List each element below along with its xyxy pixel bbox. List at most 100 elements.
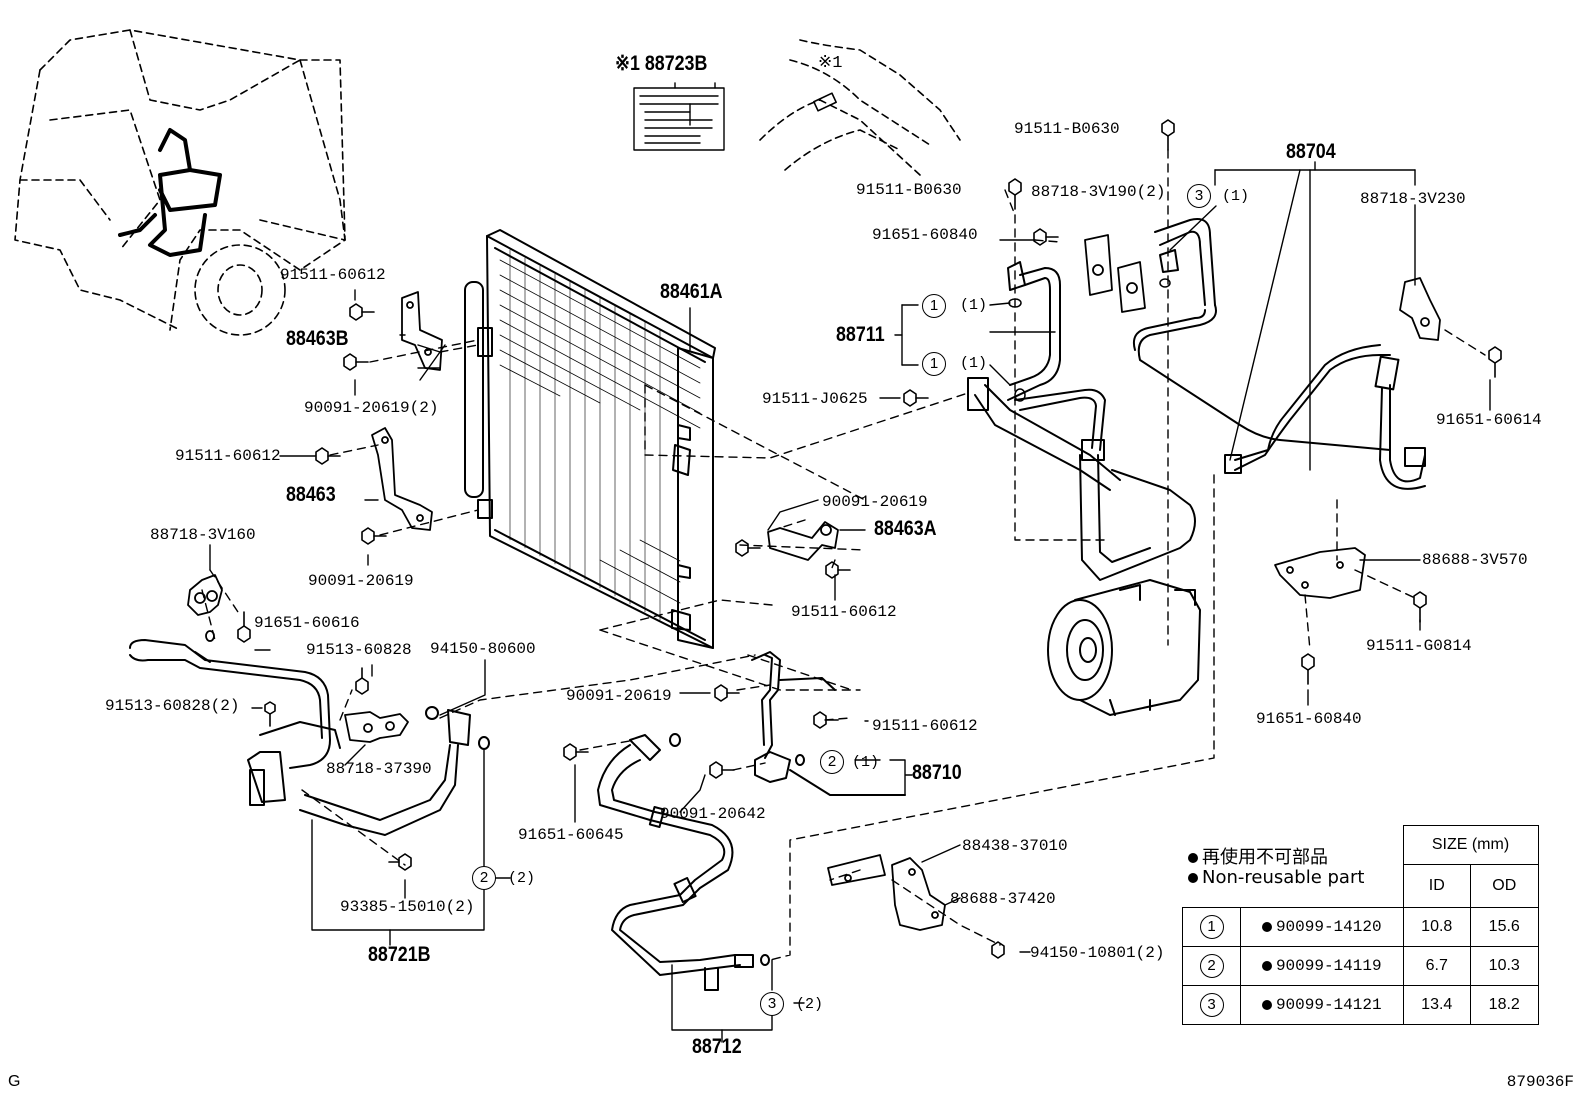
outer-diameter: 10.3	[1470, 946, 1539, 986]
oring-qty-3a: (1)	[1222, 188, 1250, 205]
label-88712[interactable]: 88712	[692, 1035, 742, 1058]
label-91651-60614[interactable]: 91651-60614	[1436, 411, 1542, 429]
label-91511-b0630-b[interactable]: 91511-B0630	[856, 181, 962, 199]
oring-ref-3b: 3	[760, 992, 784, 1016]
bullet-icon	[1261, 921, 1272, 932]
label-88718-37390[interactable]: 88718-37390	[326, 760, 432, 778]
id-header: ID	[1402, 864, 1471, 908]
label-91651-60645[interactable]: 91651-60645	[518, 826, 624, 844]
bullet-icon	[1261, 960, 1272, 971]
label-90091-20619-c[interactable]: 90091-20619	[566, 687, 672, 705]
bracket-88688-3v570	[1274, 547, 1366, 599]
hood-section	[759, 39, 961, 176]
label-93385-15010[interactable]: 93385-15010(2)	[340, 898, 475, 916]
inner-diameter: 13.4	[1402, 985, 1471, 1025]
legend-note-en: Non-reusable part	[1188, 867, 1364, 888]
clamp-88718-3v230	[1399, 277, 1441, 341]
bracket-88463b	[401, 291, 443, 371]
inner-diameter: 6.7	[1402, 946, 1471, 986]
ref-circle: 2	[1199, 954, 1224, 978]
label-88710[interactable]: 88710	[912, 761, 962, 784]
legend-note-jp-text: 再使用不可部品	[1202, 847, 1328, 868]
label-94150-10801[interactable]: 94150-10801(2)	[1030, 944, 1165, 962]
oring-size-table: SIZE (mm) ID OD 1 90099-14120 10.8 15.6 …	[1182, 825, 1539, 1025]
label-88463a[interactable]: 88463A	[874, 517, 937, 540]
label-88463b[interactable]: 88463B	[286, 327, 349, 350]
label-88688-3v570[interactable]: 88688-3V570	[1422, 551, 1528, 569]
label-91511-60612-d[interactable]: 91511-60612	[872, 717, 978, 735]
label-91511-j0625[interactable]: 91511-J0625	[762, 390, 868, 408]
label-88704[interactable]: 88704	[1286, 140, 1336, 163]
table-row[interactable]: 2 90099-14119 6.7 10.3	[1182, 946, 1539, 986]
oring-qty-1a: (1)	[960, 297, 988, 314]
oring-ref-1b: 1	[922, 352, 946, 376]
hose-88712	[597, 733, 770, 991]
compressor	[1047, 579, 1201, 716]
oring-ref-2b: 2	[472, 866, 496, 890]
bullet-icon	[1261, 999, 1272, 1010]
label-star1: ※1	[818, 54, 843, 73]
figure-code: 879036F	[1506, 1073, 1574, 1091]
label-90091-20619-a[interactable]: 90091-20619	[308, 572, 414, 590]
clamp-88718-3v160	[187, 574, 223, 642]
suction-hose-88704	[1132, 218, 1426, 490]
label-91513-60828[interactable]: 91513-60828	[306, 641, 412, 659]
outer-diameter: 15.6	[1470, 907, 1539, 947]
o-rings	[1008, 278, 1171, 402]
oring-ref-2a: 2	[820, 750, 844, 774]
label-91651-60840-a[interactable]: 91651-60840	[872, 226, 978, 244]
label-88711[interactable]: 88711	[836, 323, 885, 346]
bullet-icon	[1188, 853, 1198, 863]
label-90091-20619-b[interactable]: 90091-20619	[822, 493, 928, 511]
inner-diameter: 10.8	[1402, 907, 1471, 947]
label-88718-3v230[interactable]: 88718-3V230	[1360, 190, 1466, 208]
part-number: 90099-14121	[1275, 996, 1382, 1014]
label-91651-60840-b[interactable]: 91651-60840	[1256, 710, 1362, 728]
solid-leaders	[209, 82, 1491, 1043]
bracket-88688-37420	[891, 857, 946, 931]
label-88721b[interactable]: 88721B	[368, 943, 431, 966]
label-91651-60616[interactable]: 91651-60616	[254, 614, 360, 632]
ref-circle: 1	[1199, 915, 1224, 939]
label-94150-80600[interactable]: 94150-80600	[430, 640, 536, 658]
ref-circle: 3	[1199, 993, 1224, 1017]
hose-88721b	[129, 639, 490, 836]
label-91513-60828-2[interactable]: 91513-60828(2)	[105, 697, 240, 715]
label-91511-60612-a[interactable]: 91511-60612	[280, 266, 386, 284]
table-row[interactable]: 1 90099-14120 10.8 15.6	[1182, 907, 1539, 947]
discharge-hose-88711	[967, 261, 1196, 581]
oring-qty-2a: (1)	[852, 754, 880, 771]
bolts	[237, 119, 1502, 959]
legend-note-jp: 再使用不可部品	[1188, 843, 1328, 869]
od-header: OD	[1470, 864, 1539, 908]
label-88718-3v190[interactable]: 88718-3V190(2)	[1031, 183, 1166, 201]
table-header-row: SIZE (mm)	[1183, 825, 1539, 865]
truck-ac-lines	[118, 128, 222, 257]
label-90091-20642[interactable]: 90091-20642	[660, 805, 766, 823]
truck-cab-illustration	[14, 29, 346, 336]
label-91511-b0630-a[interactable]: 91511-B0630	[1014, 120, 1120, 138]
corner-letter: G	[8, 1073, 21, 1090]
label-91511-g0814[interactable]: 91511-G0814	[1366, 637, 1472, 655]
part-number: 90099-14119	[1275, 957, 1382, 975]
oring-ref-1a: 1	[922, 294, 946, 318]
dashed-leaders	[201, 149, 1486, 961]
bullet-icon	[1188, 873, 1198, 883]
label-88461a[interactable]: 88461A	[660, 280, 723, 303]
label-88463[interactable]: 88463	[286, 483, 336, 506]
bracket-88463	[371, 427, 433, 531]
label-91511-60612-c[interactable]: 91511-60612	[791, 603, 897, 621]
label-88688-37420[interactable]: 88688-37420	[950, 890, 1056, 908]
table-subheader-row: ID OD	[1183, 864, 1539, 908]
label-91511-60612-b[interactable]: 91511-60612	[175, 447, 281, 465]
label-88438-37010[interactable]: 88438-37010	[962, 837, 1068, 855]
clamp-88718-37390	[344, 711, 409, 743]
legend-note-en-text: Non-reusable part	[1202, 867, 1365, 888]
clamps-88718-3v190	[1084, 234, 1146, 313]
label-88723b[interactable]: ※1 88723B	[615, 52, 708, 75]
condenser-88461a	[464, 229, 716, 649]
label-90091-20619-2[interactable]: 90091-20619(2)	[304, 399, 439, 417]
table-row[interactable]: 3 90099-14121 13.4 18.2	[1182, 985, 1539, 1025]
label-88718-3v160[interactable]: 88718-3V160	[150, 526, 256, 544]
